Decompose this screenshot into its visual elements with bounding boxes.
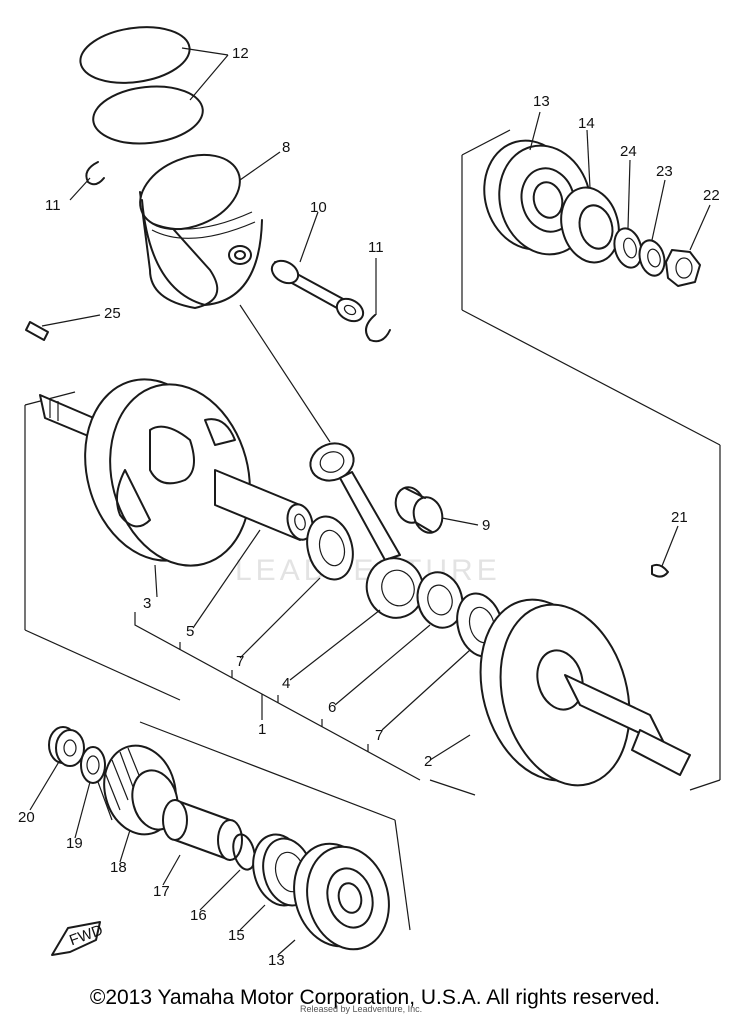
piston-pin — [270, 259, 365, 323]
woodruff-key — [651, 563, 669, 578]
part-label-13-lower: 13 — [268, 952, 285, 969]
leader-lines — [29, 47, 711, 956]
part-label-24: 24 — [620, 143, 637, 160]
part-label-9: 9 — [482, 517, 490, 534]
crank-wheel-left — [39, 378, 251, 567]
part-label-7-b: 7 — [375, 727, 383, 744]
circlip-right — [365, 314, 391, 343]
part-label-23: 23 — [656, 163, 673, 180]
big-end-bearing — [416, 571, 464, 629]
part-label-16: 16 — [190, 907, 207, 924]
lock-washer-23 — [638, 239, 666, 277]
part-label-18: 18 — [110, 859, 127, 876]
part-label-15: 15 — [228, 927, 245, 944]
shim-24 — [613, 227, 643, 269]
rehost-note: Released by Leadventure, Inc. — [300, 1004, 423, 1014]
o-ring-16 — [232, 833, 256, 871]
crank-bearing-lower — [293, 842, 390, 951]
small-end-bearing — [394, 486, 444, 534]
nut-22 — [665, 249, 701, 287]
circlip-left — [85, 161, 105, 186]
thrust-washer-left — [306, 515, 354, 581]
part-label-17: 17 — [153, 883, 170, 900]
part-label-13-upper: 13 — [533, 93, 550, 110]
nut-20 — [48, 726, 85, 767]
crank-pin — [214, 469, 314, 541]
oil-seal-upper — [560, 186, 620, 264]
assembly-bracket — [134, 612, 421, 781]
part-label-20: 20 — [18, 809, 35, 826]
part-label-1: 1 — [258, 721, 266, 738]
crank-wheel-right — [479, 598, 691, 787]
right-bearing-group-box — [461, 129, 721, 446]
part-label-21: 21 — [671, 509, 688, 526]
lock-washer-19 — [80, 746, 106, 784]
part-labels: 12 11 8 10 11 25 13 14 24 23 22 9 21 3 5… — [18, 45, 720, 969]
part-label-6: 6 — [328, 699, 336, 716]
fwd-arrow: FWD — [51, 921, 105, 956]
piston — [139, 153, 263, 309]
part-label-14: 14 — [578, 115, 595, 132]
part-label-5: 5 — [186, 623, 194, 640]
part-label-2: 2 — [424, 753, 432, 770]
part-label-3: 3 — [143, 595, 151, 612]
piston-rings — [79, 26, 204, 145]
part-label-25: 25 — [104, 305, 121, 322]
part-label-11-right: 11 — [368, 239, 384, 256]
part-label-7-a: 7 — [236, 653, 244, 670]
lower-box — [139, 721, 411, 931]
collar-17 — [162, 799, 243, 861]
part-label-10: 10 — [310, 199, 327, 216]
part-label-11-left: 11 — [45, 197, 61, 214]
part-label-12: 12 — [232, 45, 249, 62]
part-label-22: 22 — [703, 187, 720, 204]
copyright-notice: ©2013 Yamaha Motor Corporation, U.S.A. A… — [89, 986, 661, 1009]
part-label-4: 4 — [282, 675, 290, 692]
part-label-8: 8 — [282, 139, 290, 156]
stud-25 — [25, 321, 49, 341]
connecting-rod — [309, 442, 425, 619]
part-label-19: 19 — [66, 835, 83, 852]
